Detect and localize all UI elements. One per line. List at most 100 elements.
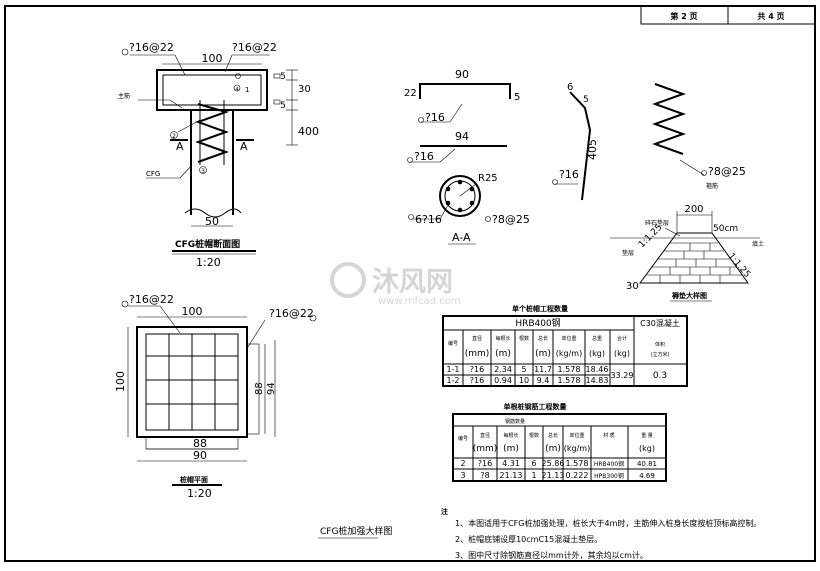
section-scale: 1:20	[196, 256, 221, 269]
t1-r1-c5: 1.578	[558, 376, 581, 385]
section-caption: CFG桩帽断面图	[175, 238, 240, 250]
bar1-left: 22	[404, 88, 417, 99]
cushion-dim-30: 30	[626, 281, 639, 292]
t1-r1-c2: 0.94	[494, 376, 512, 385]
t1-r0-c3: 5	[521, 365, 526, 374]
bar3-label: ?16	[559, 168, 579, 181]
slope-right: 1:1.25	[726, 252, 752, 280]
t1-h5: 单位重	[561, 335, 576, 342]
section-rebar-right: ?16@22	[232, 41, 277, 54]
page-number: 第 2 页	[670, 11, 697, 21]
bar3-length: 405	[586, 139, 599, 160]
table1-group-hrb: HRB400钢	[515, 317, 560, 329]
plan-scale: 1:20	[187, 487, 212, 500]
t1-h3: 根数	[519, 335, 529, 342]
t1-r0-c4: 11.7	[534, 365, 552, 374]
dim-5a: 5	[280, 72, 286, 82]
t1-r0-c5: 1.578	[558, 365, 581, 374]
t2-r0-c0: 2	[460, 459, 465, 468]
t2-h5: 单位重	[569, 432, 584, 439]
t2-h6: 材 质	[603, 432, 615, 439]
section-view: 100 5 30 5 400 ?16@22 ?16@22 主筋 1 2 3	[118, 41, 319, 269]
plan-view: 100 100 88 94 88 90 ?16@22 ?16@22 桩帽平面 1…	[114, 293, 317, 500]
t2-u2: (m)	[503, 444, 519, 454]
t2-u5: (kg/m)	[564, 444, 590, 453]
t1-h7: 合计	[617, 335, 627, 342]
t1-r0-c1: ?16	[470, 365, 484, 374]
t2-u7: (kg)	[639, 444, 655, 453]
t2-u1: (mm)	[473, 444, 498, 454]
watermark-logo-icon	[330, 262, 366, 298]
t2-r0-c3: 6	[531, 459, 536, 468]
cushion-50cm: 50cm	[713, 224, 738, 234]
drawing-title: CFG桩加强大样图	[320, 525, 392, 537]
t1-h6: 总重	[592, 335, 602, 342]
watermark-url: www.mfcad.com	[378, 296, 461, 307]
t1-r1-c1: ?16	[470, 376, 484, 385]
t2-r0-c5: 1.578	[566, 459, 589, 468]
section-rebar-left: ?16@22	[129, 41, 174, 54]
t2-r1-c4: 21.13	[542, 471, 565, 480]
marker-3: 3	[201, 168, 205, 175]
note-1: 1、本图适用于CFG桩加强处理，桩长大于4m时，主筋伸入桩身长度按桩顶标高控制。	[455, 518, 761, 528]
bar3-hook: 5	[583, 95, 589, 105]
t1-u4: (m)	[535, 349, 551, 359]
bar1-right: 5	[514, 92, 520, 103]
t2-r0-c1: ?16	[478, 459, 492, 468]
t2-r1-c6: HPB300钢	[594, 472, 624, 480]
t2-r1-c3: 1	[531, 471, 536, 480]
t1-r0-c0: 1-1	[446, 365, 459, 374]
cut-label-left: A	[176, 140, 184, 153]
bar1-length: 90	[455, 68, 469, 81]
t1-h0: 编号	[448, 340, 458, 347]
t2-h0: 编号	[458, 435, 468, 442]
t2-r1-c5: 0.222	[566, 471, 589, 480]
marker-4: 4	[235, 87, 238, 93]
cap-note: 主筋	[118, 92, 130, 100]
t1-volume: 0.3	[653, 371, 667, 381]
t1-r0-c2: 2.34	[494, 365, 512, 374]
table2-group: 钢筋数量	[505, 418, 525, 425]
cfg-label: CFG	[146, 170, 160, 178]
page-total: 共 4 页	[757, 11, 784, 21]
plan-dim-90-bottom: 90	[193, 449, 207, 462]
t2-r0-c2: 4.31	[502, 459, 520, 468]
t1-u8: (立方米)	[651, 351, 670, 358]
dim-5b: 5	[280, 101, 286, 111]
t2-h7: 重 量	[641, 432, 653, 439]
t1-u1: (mm)	[465, 349, 490, 359]
t1-h1: 直径	[472, 335, 482, 342]
cushion-caption: 褥垫大样图	[671, 291, 707, 300]
t1-u2: (m)	[495, 349, 511, 359]
aa-section-outer	[439, 175, 481, 217]
t2-r0-c4: 25.86	[542, 459, 565, 468]
t1-r1-c3: 10	[519, 376, 529, 385]
t1-total: 33.29	[611, 371, 634, 380]
bar1-label: ?16	[425, 111, 445, 124]
plan-rebar-left: ?16@22	[129, 293, 174, 306]
t1-u5: (kg/m)	[556, 349, 582, 358]
plan-rebar-right: ?16@22	[269, 307, 314, 320]
t1-h4: 总长	[538, 335, 548, 342]
t1-r1-c4: 9.4	[537, 376, 550, 385]
dim-pile-width: 50	[205, 215, 219, 228]
t2-u4: (m)	[545, 444, 561, 454]
bar3-top: 6	[567, 82, 573, 93]
t1-u7: (kg)	[614, 349, 630, 358]
cut-label-right: A	[240, 140, 248, 153]
marker-2: 2	[172, 133, 176, 140]
plan-dim-88-right: 88	[254, 382, 265, 395]
t1-r1-c0: 1-2	[446, 376, 459, 385]
t1-u6: (kg)	[589, 349, 605, 358]
plan-dim-88-bottom: 88	[193, 437, 207, 450]
t2-r1-c2: 21.13	[500, 471, 523, 480]
marker-1: 1	[245, 86, 249, 94]
t2-r0-c6: HRB400钢	[594, 460, 624, 468]
dim-30: 30	[298, 84, 311, 95]
t2-r1-c7: 4.69	[639, 472, 655, 480]
table-single-pile: 单根桩钢筋工程数量 钢筋数量 编号 直径 每根长 根数 总长 单位重 材 质 重…	[452, 402, 667, 482]
t1-h8: 体积	[655, 341, 665, 348]
bar2-label: ?16	[414, 150, 434, 163]
t2-r1-c1: ?8	[480, 471, 489, 480]
